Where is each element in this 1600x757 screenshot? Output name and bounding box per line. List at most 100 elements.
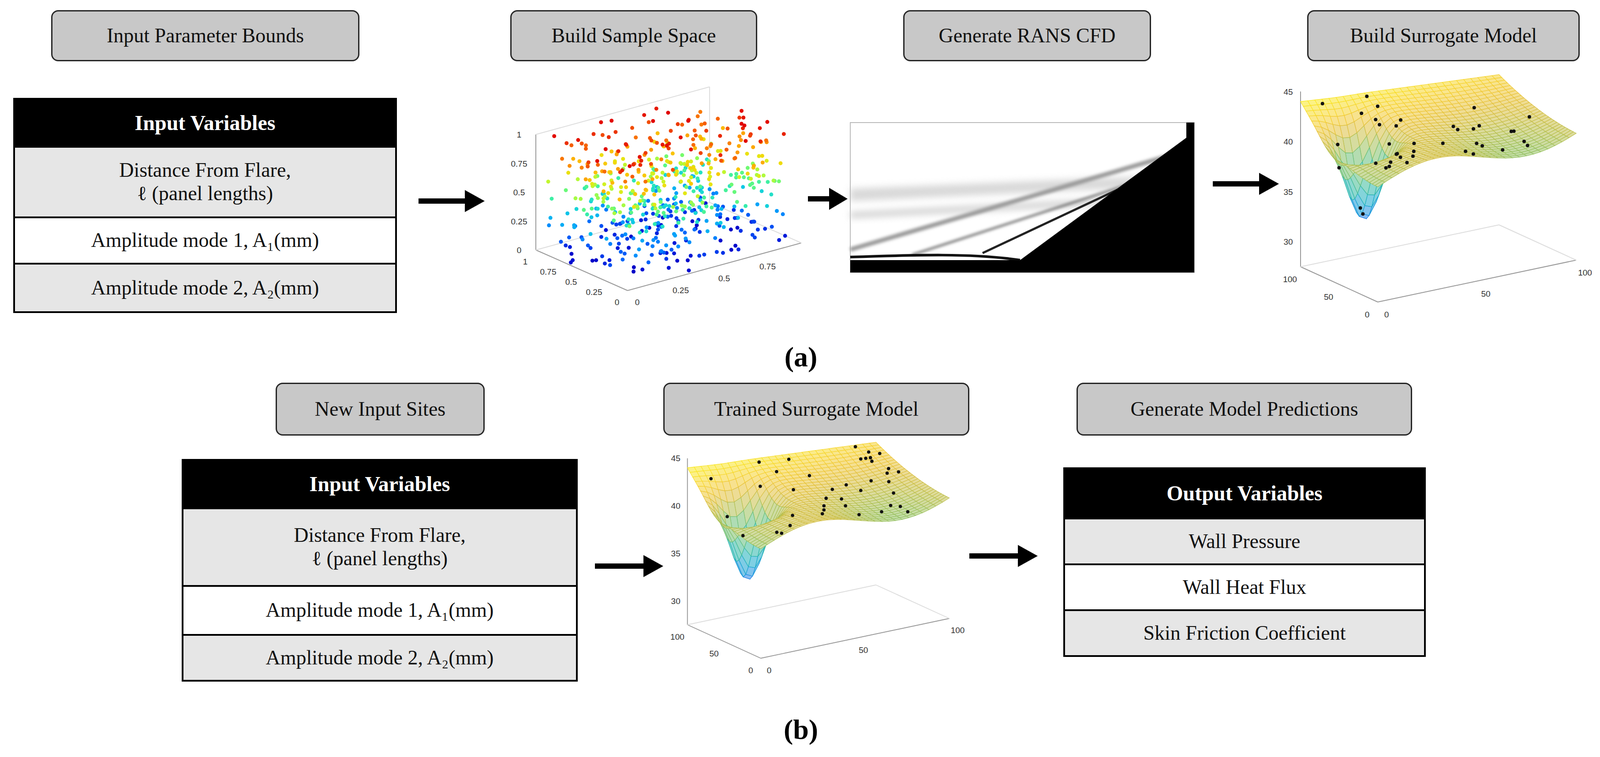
training-point (1471, 127, 1476, 131)
sample-point (631, 205, 636, 210)
training-point (1412, 149, 1416, 154)
training-point (1359, 111, 1364, 116)
sample-point (725, 217, 730, 222)
sample-point (636, 247, 641, 252)
sample-point (662, 183, 667, 188)
sample-point (580, 237, 585, 242)
sample-point (566, 170, 571, 175)
sample-point (652, 202, 657, 207)
sample-point (583, 177, 588, 182)
sample-point (617, 197, 622, 202)
sample-point (714, 213, 719, 217)
sample-point (663, 163, 668, 168)
cfd-frame (850, 122, 1195, 273)
sample-point (575, 138, 580, 143)
sample-point (735, 225, 740, 230)
sample-point (698, 184, 703, 189)
sample-point (735, 199, 740, 204)
sample-point (710, 195, 715, 200)
sample-point (652, 222, 657, 227)
sample-point (603, 228, 608, 232)
sample-point (600, 203, 605, 208)
sample-point (714, 221, 719, 226)
sample-point (569, 251, 574, 256)
sample-point (705, 229, 710, 234)
training-point (1405, 160, 1409, 165)
sample-point (665, 110, 670, 115)
sample-point (688, 147, 693, 152)
sample-point (622, 251, 627, 256)
sample-point (633, 135, 638, 140)
sample-point (719, 206, 724, 211)
sample-point (602, 182, 607, 187)
axis-line (1300, 266, 1378, 303)
sample-point (713, 157, 718, 162)
sample-point (565, 211, 570, 216)
sample-point (681, 173, 686, 178)
sample-point (601, 199, 606, 204)
sample-point (742, 123, 747, 128)
sample-point (717, 134, 722, 139)
sample-point (666, 207, 671, 212)
training-point (1441, 141, 1445, 146)
sample-point (643, 217, 648, 222)
sample-point (735, 150, 740, 155)
sample-point (642, 202, 647, 207)
sample-point (643, 179, 648, 184)
sample-point (658, 200, 663, 205)
sample-point (655, 239, 660, 244)
sample-point (664, 243, 669, 248)
training-point (1411, 154, 1415, 158)
sample-point (752, 235, 757, 240)
sample-point (600, 133, 605, 138)
sample-point (602, 169, 607, 174)
sample-point (747, 183, 752, 187)
sample-point (595, 196, 600, 201)
sample-point (751, 163, 756, 168)
training-point (1398, 118, 1403, 122)
sample-point (678, 135, 683, 140)
sample-point (756, 174, 761, 179)
sample-point (650, 119, 655, 124)
sample-point (560, 157, 565, 161)
sample-point (586, 160, 591, 165)
sample-point (640, 238, 645, 243)
sample-point (613, 130, 618, 135)
sample-point (734, 171, 739, 176)
sample-point (741, 130, 746, 135)
sample-point (606, 190, 611, 195)
sample-point (616, 175, 621, 180)
sample-point (660, 170, 665, 175)
sample-point (599, 153, 604, 158)
sample-point (685, 258, 690, 263)
training-point (1398, 155, 1403, 160)
sample-point (575, 177, 580, 182)
sample-point (665, 159, 670, 164)
sample-point (687, 206, 692, 211)
sample-point (706, 161, 711, 166)
training-point (1472, 105, 1477, 110)
sample-point (615, 246, 620, 251)
sample-point (691, 137, 696, 142)
surface-facet (1319, 136, 1330, 149)
sample-point (644, 225, 649, 230)
sample-point (672, 251, 677, 256)
sample-point (697, 254, 702, 258)
sample-point (661, 210, 666, 215)
sample-point (713, 235, 718, 240)
sample-point (620, 257, 625, 262)
sample-point (614, 222, 619, 227)
sample-point (732, 204, 737, 209)
sample-point (716, 171, 721, 176)
sample-point (692, 168, 697, 172)
sample-point (630, 188, 635, 193)
sample-point (601, 196, 606, 201)
sample-point (765, 119, 770, 124)
sample-point (607, 258, 612, 263)
sample-space-scatter (535, 86, 802, 291)
sample-point (646, 120, 651, 125)
sample-point (568, 245, 572, 250)
sample-point (578, 197, 583, 202)
sample-point (608, 263, 613, 268)
sample-point (686, 118, 691, 123)
